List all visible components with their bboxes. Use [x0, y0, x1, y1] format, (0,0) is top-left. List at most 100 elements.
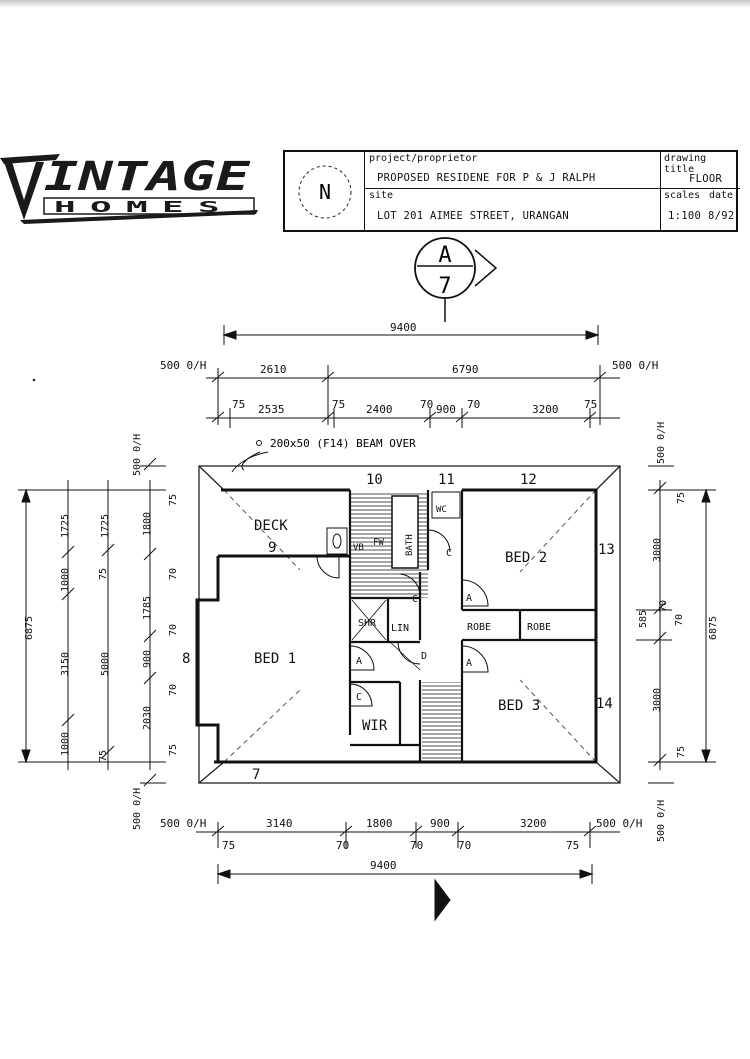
site-label: site [369, 190, 394, 201]
right-dimensions [636, 465, 716, 784]
dim-bottom-3140: 3140 [266, 817, 293, 830]
dim-bottom-900: 900 [430, 817, 450, 830]
room-shr: SHR [358, 618, 377, 629]
bottom-dimensions [196, 822, 620, 884]
dim-top-75b: 75 [332, 398, 345, 411]
dim-top-overhang-left: 500 0/H [160, 359, 206, 372]
door-tag-c1: C [446, 548, 452, 559]
dim-top-6790: 6790 [452, 363, 479, 376]
section-sheet: 7 [438, 274, 451, 299]
dim-bottom-overhang-left: 500 0/H [160, 817, 206, 830]
dim-left-900: 900 [142, 650, 153, 668]
dim-bottom-70b: 70 [410, 839, 423, 852]
logo-brand-bottom: HOMES [54, 198, 234, 216]
dim-right-overhang-bottom: 500 0/H [656, 800, 667, 842]
dim-top-3200: 3200 [532, 403, 559, 416]
beam-callout: 200x50 (F14) BEAM OVER [231, 437, 416, 473]
north-point-icon: N [298, 165, 352, 219]
wall-no-12: 12 [520, 472, 537, 488]
dim-left-1000a: 1000 [60, 568, 71, 592]
entry-arrow-icon [434, 878, 451, 922]
dim-left-1800: 1800 [142, 512, 153, 536]
dim-right-3000b: 3000 [652, 688, 663, 712]
north-label: N [319, 180, 331, 204]
door-tag-c3: C [356, 692, 362, 703]
room-robe1: ROBE [467, 622, 491, 633]
title-block: N project/proprietor PROPOSED RESIDENE F… [283, 150, 740, 232]
dim-left-1725a: 1725 [60, 514, 71, 538]
dim-left-75d: 75 [168, 744, 179, 756]
dim-bottom-70c: 70 [458, 839, 471, 852]
bath-tub [391, 495, 419, 569]
drawing-title-label: drawing title [664, 153, 707, 175]
dim-left-5000: 5000 [100, 652, 111, 676]
section-marker: A 7 [414, 237, 498, 322]
bottom-dimension-labels: 500 0/H 500 0/H 3140 1800 900 3200 75 70… [160, 817, 642, 872]
left-dimension-labels: 6875 1725 1000 3150 1000 1725 75 5000 75… [24, 434, 179, 830]
wall-no-7: 7 [252, 767, 260, 783]
wall-no-14: 14 [596, 696, 613, 712]
dim-bottom-overhang-right: 500 0/H [596, 817, 642, 830]
scan-edge [0, 0, 750, 8]
door-tag-d: D [421, 651, 427, 662]
drawing-title-value: FLOOR [689, 173, 723, 185]
scale-value: 1:100 [668, 210, 702, 222]
dim-top-900: 900 [436, 403, 456, 416]
wc-pan [431, 491, 461, 519]
dim-top-2610: 2610 [260, 363, 287, 376]
date-value: 8/92 [708, 210, 735, 222]
room-labels: DECK BED 1 BED 2 BED 3 WIR BATH WC SHR L… [254, 505, 551, 734]
dim-top-overhang-right: 500 0/H [612, 359, 658, 372]
dim-left-70b: 70 [168, 624, 179, 636]
external-walls [195, 488, 598, 764]
dim-right-3000a: 3000 [652, 538, 663, 562]
room-robe2: ROBE [527, 622, 551, 633]
door-tags: C C A A A C D [356, 548, 472, 703]
section-letter: A [438, 243, 451, 268]
dim-top-70b: 70 [467, 398, 480, 411]
dim-top-2400: 2400 [366, 403, 393, 416]
dim-left-75c: 75 [168, 494, 179, 506]
dim-bottom-3200: 3200 [520, 817, 547, 830]
room-fw: FW [373, 538, 384, 548]
dim-bottom-70a: 70 [336, 839, 349, 852]
door-tag-c2: C [412, 594, 418, 605]
logo-brand-top: INTAGE [44, 154, 251, 200]
door-tag-a1: A [466, 593, 472, 604]
door-swings [316, 529, 489, 707]
dim-right-70b: 70 [674, 614, 685, 626]
dim-left-overhang-top: 500 0/H [132, 434, 143, 476]
dim-left-1000b: 1000 [60, 732, 71, 756]
beam-note: 200x50 (F14) BEAM OVER [270, 437, 416, 450]
stair-hatch [422, 682, 462, 760]
dim-left-2030: 2030 [142, 706, 153, 730]
room-lin: LIN [391, 623, 409, 634]
dim-left-70c: 70 [168, 684, 179, 696]
room-wc: WC [436, 505, 447, 515]
room-bed1: BED 1 [254, 651, 296, 667]
dim-left-overall: 6875 [24, 616, 35, 640]
project-label: project/proprietor [369, 153, 478, 164]
dim-bottom-75a: 75 [222, 839, 235, 852]
top-dimensions [206, 325, 620, 428]
dim-bottom-1800: 1800 [366, 817, 393, 830]
dim-left-3150: 3150 [60, 652, 71, 676]
room-vb: VB [353, 543, 364, 553]
north-cell: N [285, 152, 365, 230]
dim-left-75a: 75 [98, 568, 109, 580]
left-dimensions [18, 457, 166, 787]
dim-top-overall: 9400 [390, 321, 417, 334]
dim-bottom-75b: 75 [566, 839, 579, 852]
wall-no-10: 10 [366, 472, 383, 488]
dim-top-2535: 2535 [258, 403, 285, 416]
wall-no-11: 11 [438, 472, 455, 488]
dim-right-70a: 70 [658, 600, 669, 612]
wall-no-9: 9 [268, 540, 276, 556]
vanity-basin [326, 527, 348, 555]
eave-outline [198, 465, 621, 784]
right-dimension-labels: 6875 75 3000 70 70 3000 75 585 500 0/H 5… [638, 422, 719, 842]
door-tag-a2: A [356, 656, 362, 667]
door-tag-a3: A [466, 658, 472, 669]
room-bed2: BED 2 [505, 550, 547, 566]
dim-right-585: 585 [638, 610, 649, 628]
